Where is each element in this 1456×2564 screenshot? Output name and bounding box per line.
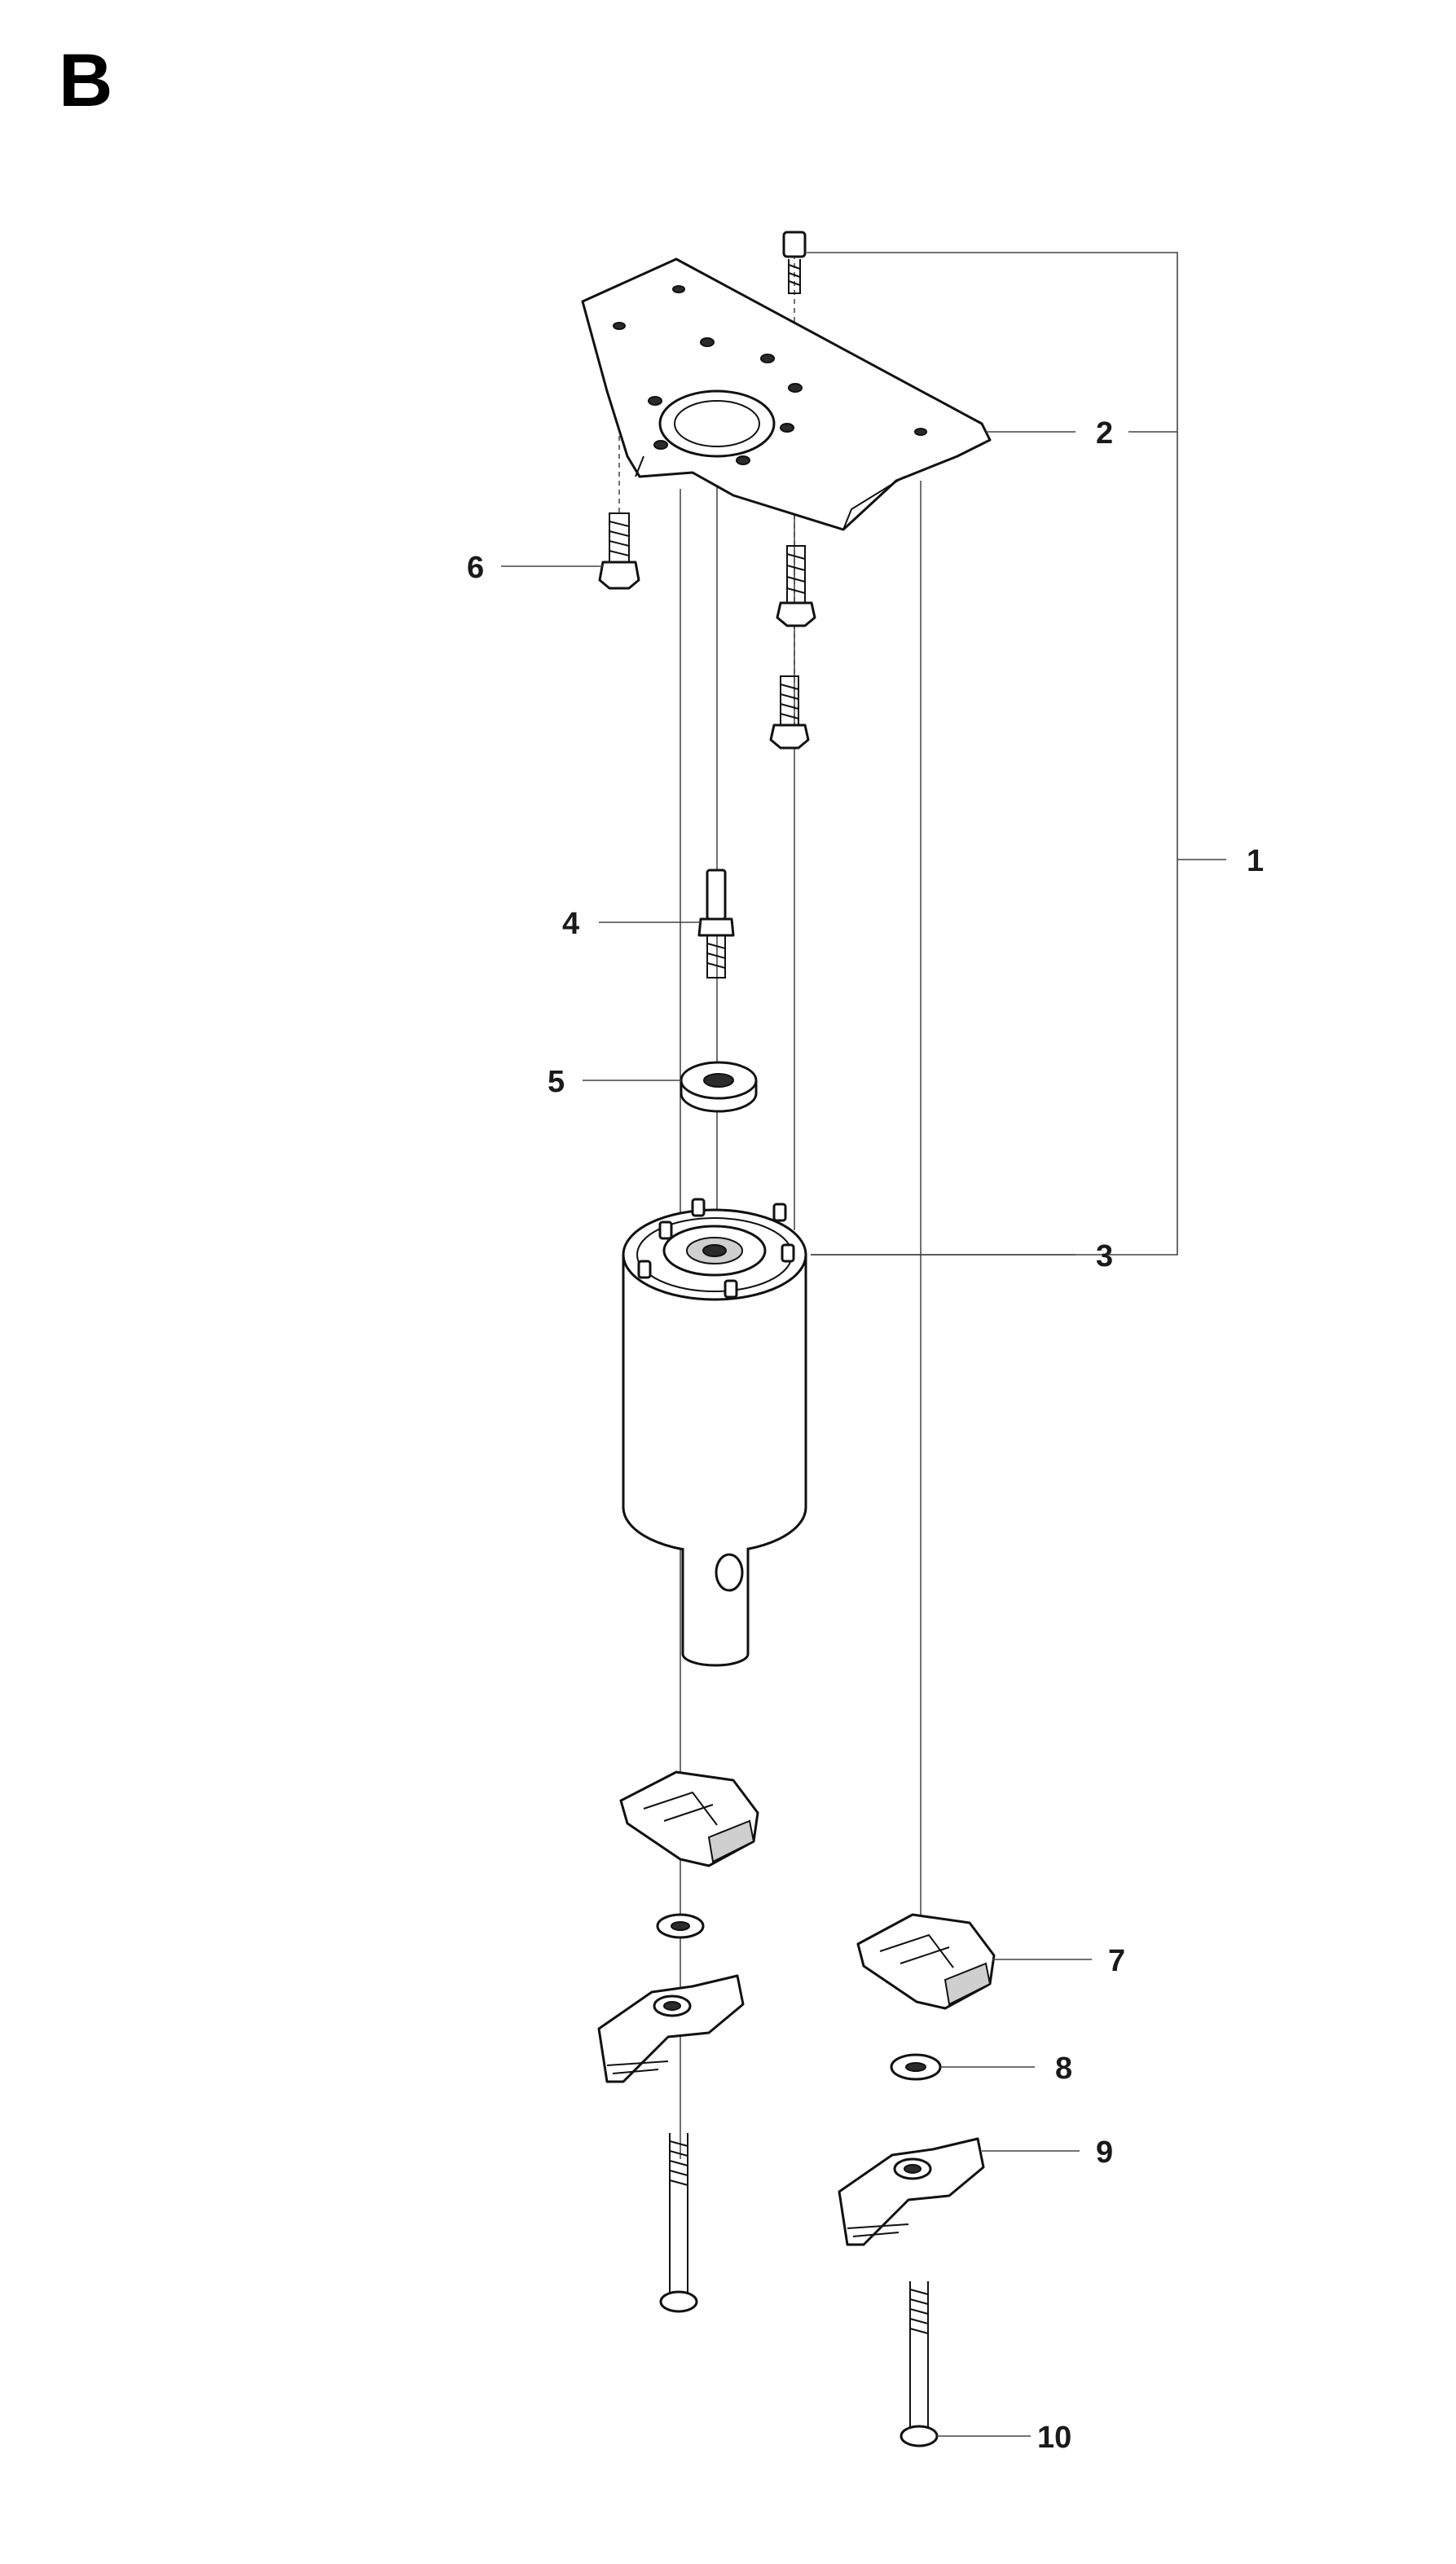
knob-part-9 xyxy=(838,2137,985,2246)
washer-part-8 xyxy=(890,2053,942,2081)
screw-part-6 xyxy=(598,512,640,590)
bolt-part-10 xyxy=(900,2281,939,2447)
plate-screws-right xyxy=(769,545,816,750)
callout-9: 9 xyxy=(1096,2135,1113,2170)
callout-1: 1 xyxy=(1247,844,1264,878)
callout-7: 7 xyxy=(1108,1944,1125,1978)
callout-3: 3 xyxy=(1096,1239,1113,1273)
left-lower-stack xyxy=(597,1770,759,2313)
callout-6: 6 xyxy=(467,551,484,585)
callout-5: 5 xyxy=(548,1065,565,1099)
callout-2: 2 xyxy=(1096,416,1113,451)
assembly-axes xyxy=(618,236,922,2159)
leader-lines xyxy=(501,252,1226,2437)
mounting-plate xyxy=(581,257,992,531)
callout-8: 8 xyxy=(1055,2052,1072,2086)
spacer-part-5 xyxy=(680,1061,758,1113)
callout-4: 4 xyxy=(562,907,579,941)
clamp-part-7 xyxy=(856,1913,996,2010)
callout-labels: 2 1 3 4 5 6 7 8 9 10 xyxy=(467,416,1264,2455)
sheet-letter: B xyxy=(59,39,112,122)
callout-10: 10 xyxy=(1037,2421,1071,2455)
motor-part-3 xyxy=(622,1198,807,1667)
top-screw xyxy=(782,231,807,294)
stud-part-4 xyxy=(697,869,735,979)
